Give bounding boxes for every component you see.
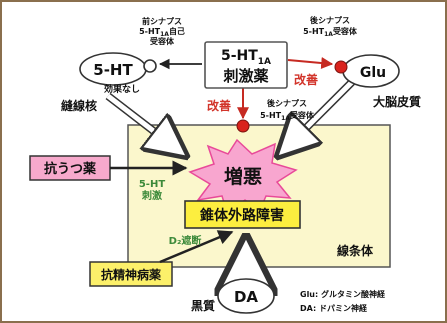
pre-synaptic-receptor: [143, 59, 157, 73]
antidepressant-box: [29, 155, 111, 181]
pre-receptor-label-line1: 前シナプス: [142, 16, 182, 26]
cortex-label: 大脳皮質: [373, 94, 421, 109]
post-synaptic-receptor-center: [236, 119, 250, 133]
post-right-label-line2: 5-HT1A受容体: [303, 26, 358, 38]
worsening-label: 増悪: [224, 165, 262, 188]
ht1a-agonist-box: [204, 41, 288, 89]
ht5-node-label: 5-HT: [93, 61, 133, 79]
worsening-starburst: [188, 138, 298, 214]
pre-receptor-label-line2: 5-HT1A自己: [139, 26, 185, 38]
striatum-label: 線条体: [337, 243, 374, 258]
no-effect-label: 効果なし: [104, 83, 140, 95]
da-node: [217, 278, 275, 314]
raphe-label: 縫線核: [61, 98, 97, 113]
ht1a-agonist-label-line1: 5-HT1A: [221, 48, 271, 67]
drug-to-post-right-arrow: [287, 57, 334, 69]
post-center-label-line1: 後シナプス: [267, 98, 307, 108]
post-right-label-line1: 後シナプス: [310, 15, 350, 25]
eps-box: [184, 200, 301, 229]
antidepressant-label: 抗うつ薬: [44, 161, 97, 177]
antipsychotic-arrow: [159, 230, 234, 264]
projection-arrows: [105, 79, 355, 280]
improve-label-center: 改善: [207, 98, 231, 113]
ht1a-agonist-label-line2: 刺激薬: [223, 67, 268, 85]
da-node-label: DA: [234, 288, 258, 306]
legend-glu: Glu: グルタミン酸神経: [300, 289, 386, 299]
d2-block-label: D₂遮断: [169, 234, 202, 247]
post-synaptic-receptor-right: [334, 60, 348, 74]
glu-node-label: Glu: [360, 65, 386, 81]
eps-label: 錐体外路障害: [200, 207, 284, 224]
post-center-label-line2: 5-HT1A受容体: [260, 110, 315, 122]
antipsychotic-label: 抗精神病薬: [101, 267, 161, 282]
ht-stim-label-line1: 5-HT: [139, 179, 165, 190]
antipsychotic-box: [89, 261, 173, 287]
improve-label-right: 改善: [294, 72, 318, 87]
legend-da: DA: ドパミン神経: [300, 303, 368, 313]
ht-stim-label-line2: 刺激: [141, 189, 162, 202]
pre-receptor-label-line3: 受容体: [150, 36, 175, 46]
substantia-nigra-label: 黒質: [191, 298, 215, 313]
